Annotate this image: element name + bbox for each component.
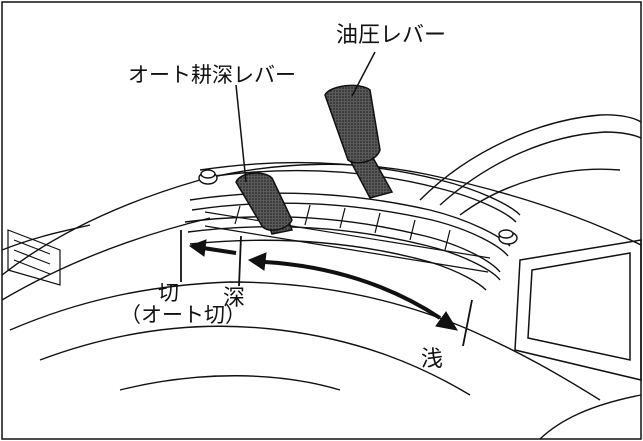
left-panel <box>7 229 61 286</box>
position-ticks <box>180 230 473 347</box>
dashboard-body <box>1 163 642 440</box>
hydraulic-lever-label: 油圧レバー <box>336 23 447 48</box>
auto-depth-lever-label: オート耕深レバー <box>128 63 296 87</box>
auto-depth-lever <box>235 172 294 235</box>
auto-off-position-label: （オート切） <box>120 303 246 327</box>
shallow-position-label: 浅 <box>421 347 444 372</box>
meter-box <box>514 239 642 381</box>
deep-position-label: 深 <box>223 286 246 311</box>
leader-lines <box>235 51 376 183</box>
hydraulic-lever <box>324 84 394 199</box>
off-position-label: 切 <box>158 281 179 305</box>
direction-arrows <box>188 239 459 331</box>
knobs <box>198 169 518 245</box>
hood <box>419 114 642 216</box>
